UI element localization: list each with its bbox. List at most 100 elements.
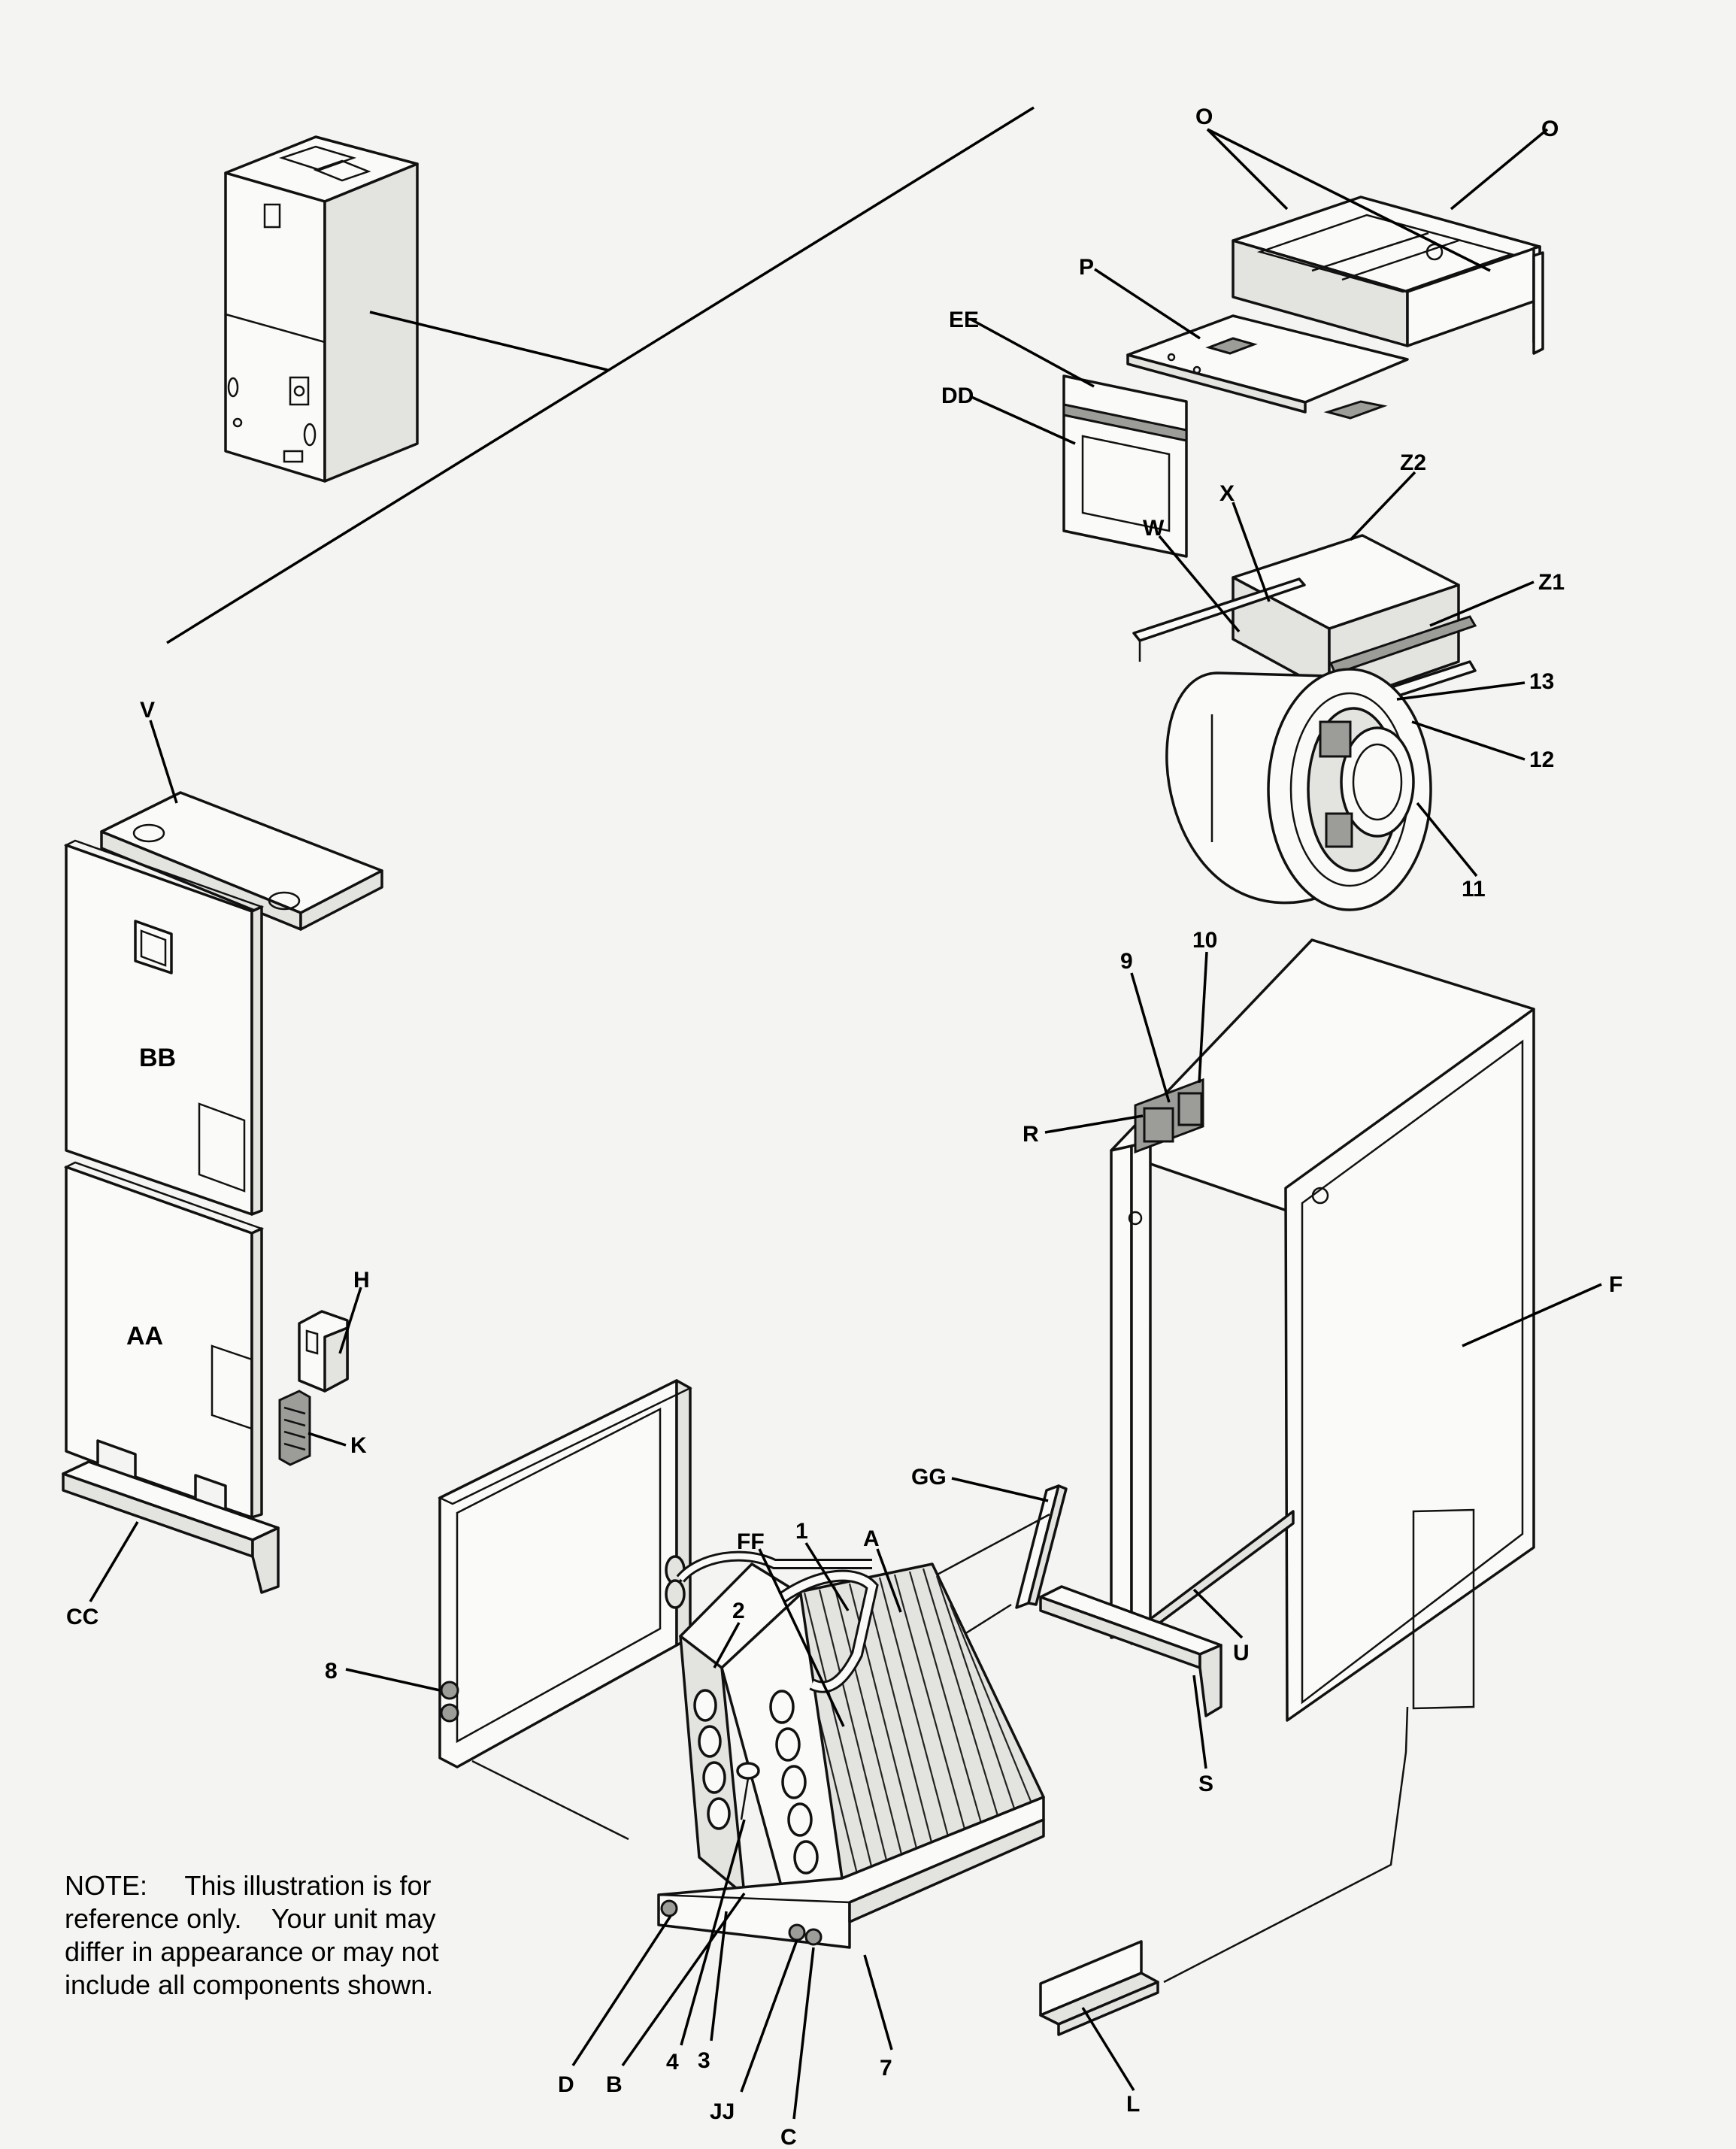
- leader-FF: [758, 1548, 845, 1727]
- label-JJ: JJ: [710, 2099, 735, 2124]
- label-O-right: O: [1541, 117, 1559, 141]
- leader-12: [1411, 720, 1525, 761]
- leader-V: [149, 720, 178, 804]
- label-EE: EE: [949, 308, 979, 332]
- leader-EE: [969, 317, 1095, 388]
- leader-7: [863, 1954, 893, 2050]
- leader-GG: [951, 1477, 1049, 1502]
- bottom-bracket: [1039, 1940, 1159, 2036]
- label-C: C: [780, 2125, 797, 2149]
- leader-P: [1094, 268, 1201, 340]
- label-7: 7: [880, 2056, 892, 2081]
- label-9: 9: [1120, 949, 1133, 974]
- label-W: W: [1143, 516, 1165, 541]
- bottom-rail: [62, 1460, 280, 1594]
- upper-door-panel: [63, 839, 265, 1216]
- leader-1: [804, 1542, 850, 1611]
- coil-bracket: [1015, 1484, 1068, 1609]
- label-DD: DD: [941, 383, 974, 408]
- label-FF: FF: [737, 1529, 765, 1554]
- leader-D: [571, 1915, 672, 2066]
- label-L: L: [1126, 2092, 1140, 2117]
- leader-assembled-unit: [369, 311, 608, 371]
- note-line-3: differ in appearance or may not: [65, 1936, 439, 1967]
- label-AA: AA: [126, 1322, 163, 1350]
- label-Z2: Z2: [1400, 450, 1426, 475]
- label-X: X: [1219, 481, 1235, 506]
- leader-H: [338, 1287, 362, 1354]
- label-R: R: [1023, 1122, 1039, 1147]
- label-12: 12: [1529, 747, 1554, 772]
- assembly-guide-4: [471, 1760, 629, 1841]
- leader-3: [710, 1911, 728, 2041]
- diagonal-separator-line: [166, 106, 1035, 644]
- leader-X: [1232, 502, 1271, 602]
- note-line-2: reference only. Your unit may: [65, 1903, 436, 1934]
- leader-8: [345, 1668, 441, 1692]
- leader-Z1: [1429, 580, 1535, 627]
- label-F: F: [1609, 1272, 1622, 1297]
- label-S: S: [1198, 1772, 1213, 1796]
- evaporator-coil-assembly: [657, 1550, 1045, 1949]
- leader-4: [680, 1819, 746, 2046]
- leader-O-left-1: [1206, 128, 1289, 211]
- leader-11: [1416, 802, 1478, 877]
- label-3: 3: [698, 2048, 710, 2073]
- return-bends: [693, 1689, 819, 1875]
- label-4: 4: [666, 2050, 679, 2075]
- label-U: U: [1233, 1641, 1250, 1666]
- terminal-block: [278, 1390, 311, 1466]
- label-2: 2: [732, 1599, 745, 1623]
- leader-C: [792, 1947, 815, 2120]
- leader-A: [876, 1548, 902, 1613]
- label-V: V: [140, 698, 155, 723]
- side-channel: [1039, 1585, 1222, 1717]
- leader-W: [1158, 535, 1241, 633]
- label-GG: GG: [911, 1465, 947, 1490]
- label-B: B: [606, 2072, 623, 2097]
- leader-F: [1462, 1283, 1602, 1347]
- leader-JJ: [740, 1939, 798, 2093]
- cabinet-shell: [1110, 938, 1535, 1722]
- assembled-unit-illustration: [224, 135, 419, 483]
- label-O-left: O: [1195, 105, 1213, 129]
- leader-10: [1198, 951, 1208, 1084]
- leader-CC: [89, 1521, 139, 1602]
- label-10: 10: [1192, 928, 1217, 953]
- leader-13: [1396, 681, 1525, 701]
- label-BB: BB: [139, 1044, 176, 1072]
- leader-O-left-2: [1207, 128, 1491, 272]
- blower-assembly: [1132, 534, 1477, 911]
- leader-9: [1130, 972, 1171, 1103]
- label-K: K: [350, 1433, 367, 1458]
- assembly-guide-1: [1163, 1706, 1409, 1984]
- callout-labels: O O P EE DD Z2 X W Z1 13 12 11 V BB AA H…: [66, 105, 1622, 2149]
- label-CC: CC: [66, 1605, 98, 1629]
- note-line-4: include all components shown.: [65, 1969, 433, 2000]
- label-11: 11: [1462, 877, 1486, 902]
- leader-DD: [969, 395, 1076, 445]
- reference-note: NOTE: This illustration is for reference…: [65, 1870, 439, 2000]
- leader-2: [713, 1622, 741, 1669]
- leader-O-right: [1450, 128, 1549, 211]
- coil-access-panel: [438, 1379, 692, 1769]
- note-line-1: NOTE: This illustration is for: [65, 1870, 431, 1901]
- leader-L: [1081, 2007, 1135, 2091]
- filter-cover-panel: [1062, 374, 1188, 558]
- top-cover: [100, 791, 383, 931]
- leader-S: [1192, 1675, 1207, 1769]
- leader-Z2: [1349, 471, 1416, 541]
- label-D: D: [558, 2072, 574, 2097]
- label-1: 1: [795, 1519, 808, 1544]
- top-channel-assembly: [1126, 196, 1544, 420]
- leader-U: [1192, 1588, 1244, 1639]
- label-A: A: [863, 1526, 880, 1551]
- label-P: P: [1079, 255, 1094, 280]
- label-8: 8: [325, 1659, 338, 1684]
- leader-K: [308, 1432, 347, 1447]
- label-Z1: Z1: [1538, 570, 1565, 595]
- label-13: 13: [1529, 669, 1554, 694]
- leader-R: [1044, 1114, 1144, 1134]
- label-H: H: [353, 1268, 370, 1293]
